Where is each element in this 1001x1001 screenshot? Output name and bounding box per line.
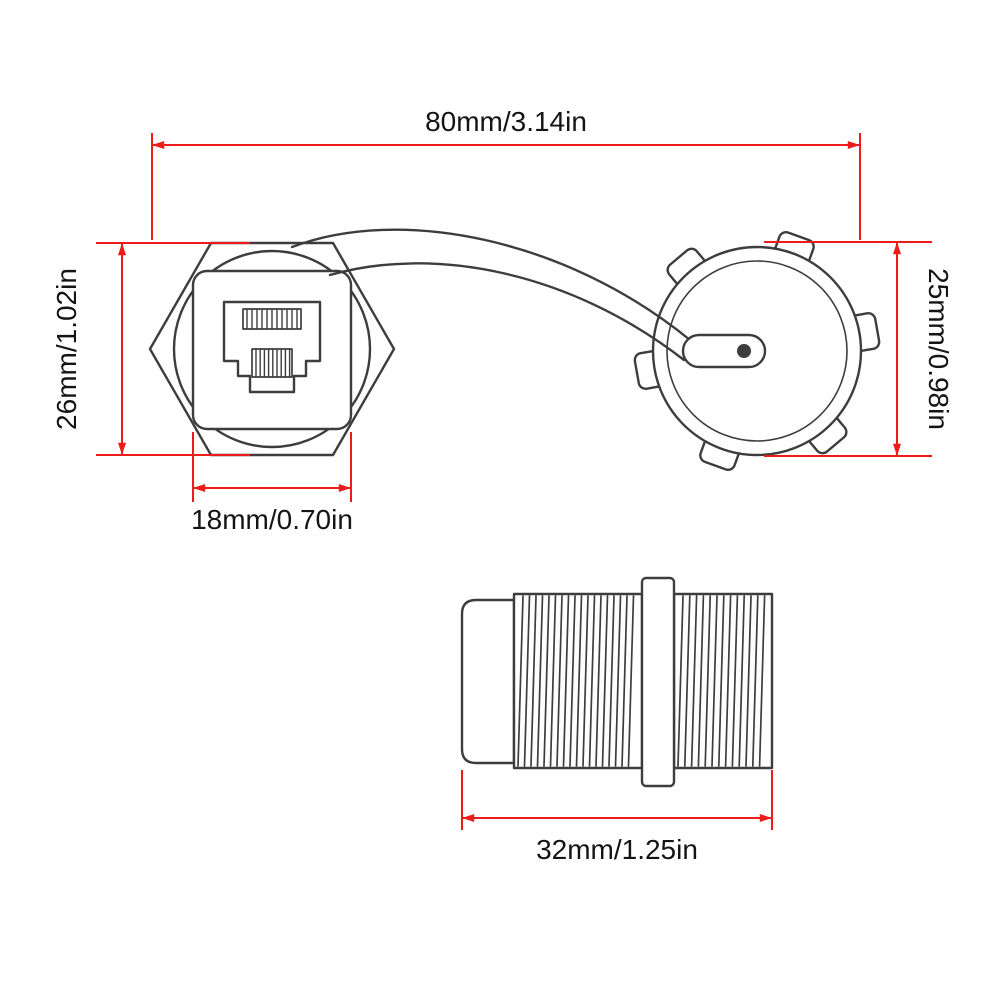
label-flange-height: 26mm/1.02in [51, 268, 82, 430]
label-port-width: 18mm/0.70in [191, 504, 353, 535]
dim-cap-height [764, 241, 932, 457]
coupler-center-flange [640, 576, 676, 788]
dimension-lines [96, 133, 932, 830]
thread-lines-right [677, 595, 766, 767]
dim-overall-width [151, 133, 861, 240]
label-cap-height: 25mm/0.98in [923, 268, 954, 430]
strap-upper-edge [290, 228, 692, 342]
label-overall-width: 80mm/3.14in [425, 106, 587, 137]
thread-lines-left [517, 595, 635, 767]
dimension-labels: 80mm/3.14in 26mm/1.02in 25mm/0.98in 18mm… [51, 106, 954, 865]
drawing [148, 228, 881, 788]
cap-inner-circle [666, 260, 848, 442]
panel-jack [148, 241, 396, 457]
coupler-left-sleeve [460, 598, 516, 765]
threaded-coupler [460, 576, 774, 788]
label-coupler-length: 32mm/1.25in [536, 834, 698, 865]
dim-flange-height [96, 242, 250, 456]
rj45-latch-hatch [255, 349, 291, 377]
rj45-pin-contacts [246, 309, 298, 329]
strap-lower-edge [328, 262, 686, 362]
strap-end-pill [681, 333, 767, 369]
lanyard-strap [290, 228, 767, 369]
strap-rivet [737, 344, 751, 358]
dim-coupler-length [461, 770, 773, 830]
dim-port-width [192, 432, 352, 502]
